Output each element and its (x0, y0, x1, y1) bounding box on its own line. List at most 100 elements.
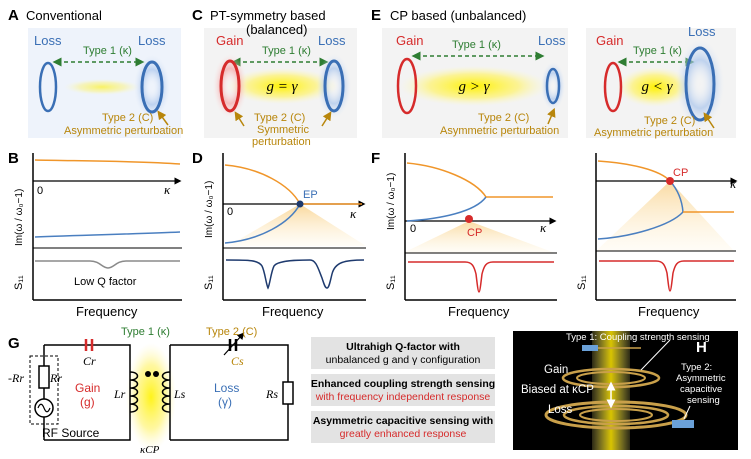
panel-c-gain-ring-glow (213, 54, 247, 118)
panel-g-source-box (29, 355, 59, 425)
panel-c-title-line2: (balanced) (246, 22, 307, 37)
panel-a-loss-ring-left (38, 61, 58, 113)
panel-c-type2: Type 2 (C) (254, 112, 305, 124)
panel-g-box1-line1: Ultrahigh Q-factor with (346, 341, 460, 353)
panel-e: E CP based (unbalanced) Gain Loss Type 1… (371, 7, 736, 139)
panel-b-kappa: κ (164, 182, 171, 197)
panel-g-box2-line1: Enhanced coupling strength sensing (311, 378, 495, 390)
panel-f: F 0 κ CP Im(ω / ω₀−1) S₁₁ Frequency κ CP… (371, 150, 738, 319)
panel-g-rs: Rs (265, 387, 278, 401)
panel-f2-blue-branch (597, 211, 684, 240)
panel-e2-gain-ring (603, 61, 623, 113)
panel-b-low-q: Low Q factor (74, 276, 137, 288)
panel-f2-s11-curve (599, 260, 734, 292)
panel-e2-gain-label: Gain (596, 33, 623, 48)
panel-d-letter: D (192, 150, 203, 167)
panel-g-box-capacitive (311, 411, 495, 443)
panel-d-ep-point (296, 200, 304, 208)
panel-a-loss-left: Loss (34, 33, 62, 48)
panel-e2-type2: Type 2 (C) (644, 115, 695, 127)
panel-c-perturb-arrow-right (321, 111, 332, 127)
panel-f-orange-branch (406, 162, 487, 198)
panel-g-box2-line2: with frequency independent response (315, 391, 491, 403)
panel-a-type1: Type 1 (κ) (83, 45, 132, 57)
panel-g-neg-rr: -Rr (8, 371, 24, 385)
panel-f2-s11-label: S₁₁ (576, 275, 588, 290)
panel-d-s11-curve (225, 259, 365, 290)
panel-e2-loss-label: Loss (688, 24, 716, 39)
panel-c-gain-ring (219, 59, 241, 113)
panel-a-perturb-arrow (157, 110, 169, 126)
panel-d-kappa: κ (350, 206, 357, 221)
panel-f2-x-label: Frequency (638, 304, 700, 319)
panel-e-type2-desc: Asymmetric perturbation (440, 125, 559, 137)
panel-b-x-label: Frequency (76, 304, 138, 319)
panel-e-equation: g > γ (458, 79, 490, 95)
panel-c-loss-label: Loss (318, 33, 346, 48)
panel-c-equation: g = γ (266, 79, 298, 95)
panel-a-letter: A (8, 7, 19, 24)
panel-c-letter: C (192, 7, 203, 24)
panel-h-type2-pointer (683, 405, 691, 420)
panel-g-box3-line2: greatly enhanced response (340, 428, 467, 440)
panel-b-s11-label: S₁₁ (13, 275, 25, 290)
panel-a-loss-ring-right (140, 60, 164, 114)
panel-f-zoom-cone (403, 221, 555, 253)
panel-e2-field-glow (617, 67, 693, 107)
panel-b-blue-curve (34, 231, 181, 238)
panel-e-perturb-arrow (547, 107, 556, 125)
panel-g-type2: Type 2 (C) (206, 326, 257, 338)
panel-g-lr-coil (129, 371, 139, 413)
panel-h-type1-pointer (640, 339, 671, 371)
panel-a-type2: Type 2 (C) (102, 112, 153, 124)
panel-f-zero: 0 (410, 223, 416, 235)
panel-f2-zoom-cone (596, 181, 734, 251)
panel-a-type2-desc: Asymmetric perturbation (64, 125, 183, 137)
panel-e-type2: Type 2 (C) (478, 112, 529, 124)
panel-a-title: Conventional (26, 8, 102, 23)
panel-c-type2-desc2: perturbation (252, 136, 311, 148)
panel-g-cr: Cr (83, 354, 96, 368)
panel-h-letter: H (696, 339, 707, 356)
panel-b-letter: B (8, 150, 19, 167)
panel-c-loss-ring (323, 59, 345, 113)
panel-e2-type2-desc: Asymmetric perturbation (594, 127, 713, 139)
panel-d-blue-branch (224, 203, 301, 244)
panel-c: C PT-symmetry based (balanced) Gain Loss… (192, 7, 357, 148)
panel-h-loss: Loss (548, 404, 573, 416)
panel-h-bottom-coil-inner (562, 404, 670, 426)
panel-d-orange-branch (224, 164, 301, 205)
panel-e2-loss-ring (684, 46, 716, 122)
panel-f2-orange-branch (597, 160, 671, 182)
panel-f-x-label: Frequency (448, 304, 510, 319)
panel-e2-perturb-arrow (703, 112, 715, 129)
panel-h-type1-label: Type 1: Coupling strength sensing (566, 332, 710, 343)
panel-g-ac-symbol (37, 403, 51, 413)
panel-e-field-glow (400, 66, 548, 106)
panel-f-cp-point (465, 215, 473, 223)
panel-h-type2-line2: Asymmetric (676, 373, 726, 384)
panel-d: D 0 κ EP Im(ω / ω₀−1) S₁₁ Frequency (192, 150, 366, 319)
panel-h-type2-line4: sensing (687, 395, 720, 406)
panel-f-kappa: κ (540, 220, 547, 235)
panel-a-ring-glow (134, 55, 170, 119)
panel-f2-kappa: κ (730, 176, 737, 191)
panel-f-y-label: Im(ω / ω₀−1) (386, 173, 397, 230)
panel-g-kappa-cp: κCP (140, 444, 160, 456)
panel-g-cs: Cs (231, 354, 244, 368)
panel-h-type2-line1: Type 2: (681, 362, 712, 373)
panel-e-title: CP based (unbalanced) (390, 8, 526, 23)
panel-g-ls-dot (153, 371, 159, 377)
panel-g-letter: G (8, 335, 20, 352)
panel-b-y-label: Im(ω / ω₀−1) (14, 189, 25, 246)
panel-h-type2-line3: capacitive (680, 384, 722, 395)
panel-c-gain-label: Gain (216, 33, 243, 48)
panel-g-rf-source: RF Source (42, 426, 100, 440)
panel-h-sensor-pad (672, 420, 694, 428)
panel-g-lr: Lr (113, 387, 126, 401)
panel-f-s11-curve (408, 261, 554, 293)
panel-d-s11-label: S₁₁ (203, 275, 215, 290)
panel-c-type1: Type 1 (κ) (262, 45, 311, 57)
panel-a-field-glow (64, 79, 140, 95)
